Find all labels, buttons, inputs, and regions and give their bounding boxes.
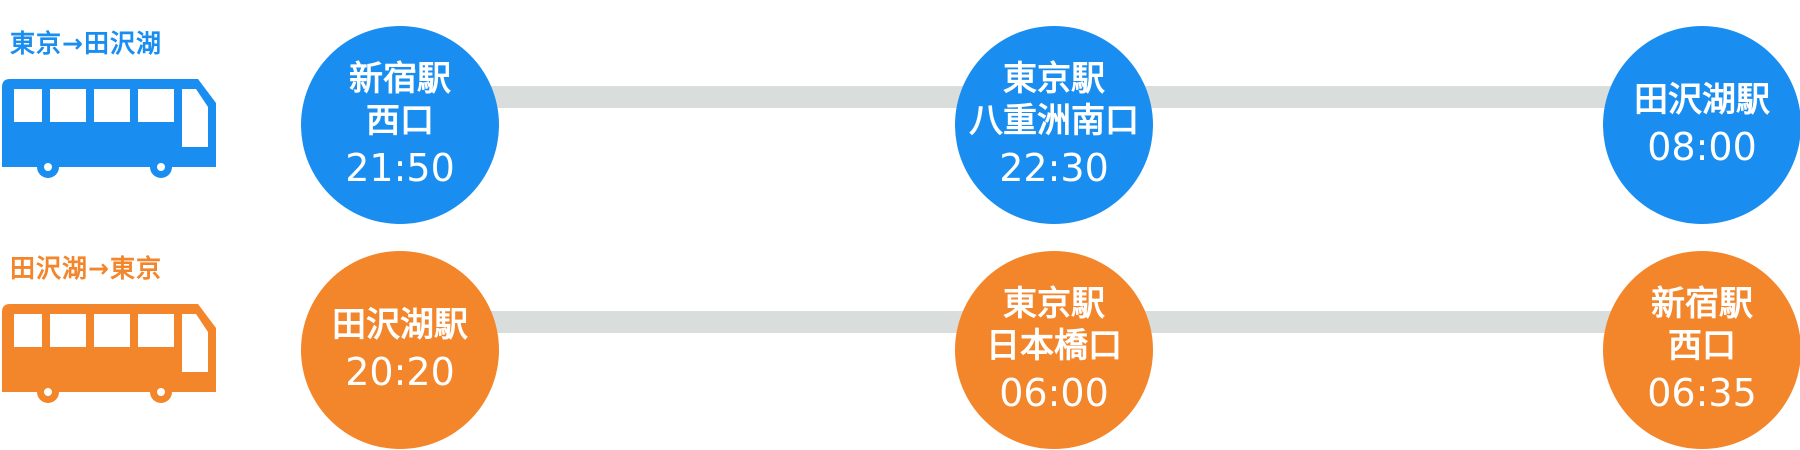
stop-name: 田沢湖駅 bbox=[1634, 80, 1770, 120]
stop-time: 21:50 bbox=[345, 146, 455, 190]
stop-shinjuku-west: 新宿駅 西口 21:50 bbox=[301, 26, 499, 224]
stop-name: 東京駅 日本橋口 bbox=[986, 284, 1122, 366]
route-direction-label: 田沢湖→東京 bbox=[10, 254, 162, 283]
stop-name: 東京駅 八重洲南口 bbox=[969, 59, 1139, 141]
bus-icon bbox=[2, 79, 216, 178]
stop-time: 22:30 bbox=[999, 146, 1109, 190]
stop-time: 06:35 bbox=[1647, 371, 1757, 415]
stop-time: 08:00 bbox=[1647, 125, 1757, 169]
stop-time: 06:00 bbox=[999, 371, 1109, 415]
stop-tazawako: 田沢湖駅 20:20 bbox=[301, 251, 499, 449]
stop-tokyo-yaesu-south: 東京駅 八重洲南口 22:30 bbox=[955, 26, 1153, 224]
stop-shinjuku-west: 新宿駅 西口 06:35 bbox=[1603, 251, 1800, 449]
bus-icon bbox=[2, 304, 216, 403]
stop-name: 新宿駅 西口 bbox=[349, 59, 451, 141]
route-direction-label: 東京→田沢湖 bbox=[10, 29, 162, 58]
route-tokyo-to-tazawako: 東京→田沢湖 新宿駅 西口 21:50 東京駅 八重洲南口 22:30 田沢湖駅… bbox=[2, 26, 1800, 224]
stop-name: 新宿駅 西口 bbox=[1651, 284, 1753, 366]
stop-name: 田沢湖駅 bbox=[332, 305, 468, 345]
route-tazawako-to-tokyo: 田沢湖→東京 田沢湖駅 20:20 東京駅 日本橋口 06:00 新宿駅 西口 … bbox=[0, 225, 1800, 450]
stop-time: 20:20 bbox=[345, 350, 455, 394]
stop-tokyo-nihonbashi: 東京駅 日本橋口 06:00 bbox=[955, 251, 1153, 449]
stop-tazawako: 田沢湖駅 08:00 bbox=[1603, 26, 1800, 224]
